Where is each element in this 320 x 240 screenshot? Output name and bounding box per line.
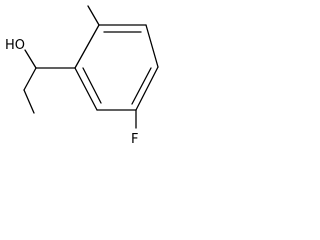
ring-bond-6 (74, 67, 98, 111)
ring-bond-1 (74, 24, 100, 69)
structure-canvas: HO F (0, 0, 164, 150)
bond-c1-oh (24, 49, 37, 69)
ring-bond-4 (135, 66, 159, 111)
bond-methyl (87, 5, 100, 26)
ring-bond-3 (145, 24, 159, 68)
bond-c2-c3 (23, 89, 35, 114)
atom-label-fluorine: F (131, 132, 138, 147)
atom-label-hydroxyl: HO (5, 38, 25, 53)
ring-double-bond-right (131, 67, 152, 105)
bond-c1-c2 (23, 67, 37, 91)
chemical-structure-diagram: HO F (5, 5, 159, 147)
ring-double-bond-left (82, 67, 102, 104)
